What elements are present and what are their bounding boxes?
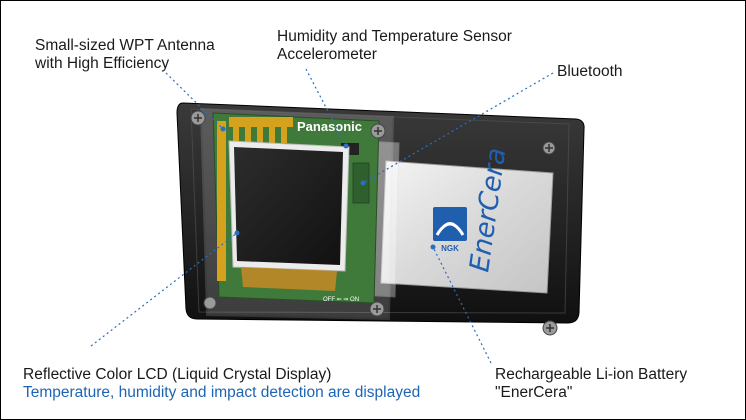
leader-dots [220, 126, 436, 250]
brand-logo-text: Panasonic [297, 119, 362, 134]
battery: NGK EnerCera [380, 146, 554, 294]
label-sensor-line1: Humidity and Temperature Sensor [277, 28, 512, 45]
leader-bluetooth [362, 72, 554, 184]
pcb-board: Panasonic OFF ⇐ ⇒ ON [212, 112, 380, 304]
power-switch-label: OFF ⇐ ⇒ ON [323, 297, 359, 303]
wpt-antenna [217, 117, 293, 281]
screw-slots [194, 114, 554, 332]
battery-maker-text: NGK [441, 244, 459, 253]
label-lcd-line1: Reflective Color LCD (Liquid Crystal Dis… [23, 366, 332, 383]
label-antenna: Small-sized WPT Antenna with High Effici… [35, 37, 215, 73]
ngk-logo: NGK [433, 207, 467, 253]
label-battery: Rechargeable Li-ion Battery "EnerCera" [495, 366, 687, 402]
leader-antenna [165, 72, 224, 130]
label-antenna-line1: Small-sized WPT Antenna [35, 37, 215, 54]
label-bluetooth: Bluetooth [557, 63, 623, 81]
label-bluetooth-line1: Bluetooth [557, 63, 623, 80]
label-sensor-line2: Accelerometer [277, 46, 377, 63]
label-battery-line2: "EnerCera" [495, 384, 573, 401]
label-lcd: Reflective Color LCD (Liquid Crystal Dis… [23, 366, 420, 402]
label-lcd-line2: Temperature, humidity and impact detecti… [23, 384, 421, 401]
lcd-flex-connector [241, 267, 337, 291]
label-sensor: Humidity and Temperature Sensor Accelero… [277, 28, 512, 64]
label-antenna-line2: with High Efficiency [35, 55, 170, 72]
leader-battery [432, 246, 492, 364]
lcd-display [228, 140, 350, 272]
leader-lines [90, 68, 554, 364]
label-battery-line1: Rechargeable Li-ion Battery [495, 366, 688, 383]
leader-lcd [90, 232, 238, 347]
